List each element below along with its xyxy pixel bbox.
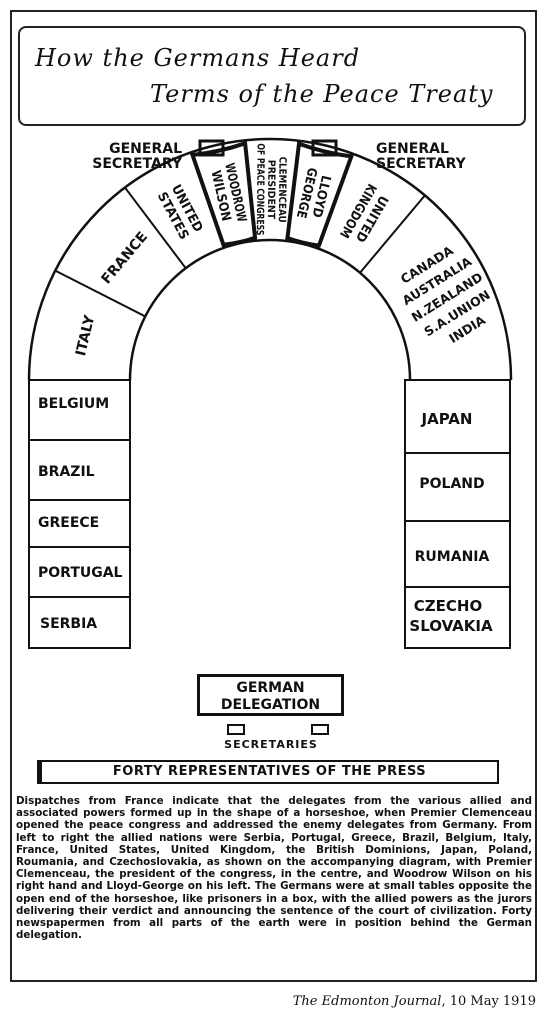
- arch-seat-france-line-1: FRANCE: [98, 229, 151, 287]
- seat-belgium: BELGIUM: [38, 396, 109, 412]
- left-secretary-label-1: GENERAL: [109, 141, 182, 157]
- seat-rumania: RUMANIA: [415, 549, 490, 565]
- right-column: JAPAN POLAND RUMANIA CZECHO SLOVAKIA: [404, 379, 511, 649]
- title-line-1: How the Germans Heard: [35, 44, 361, 72]
- secretaries-label: SECRETARIES: [224, 738, 318, 751]
- left-secretary-label-2: SECRETARY: [92, 156, 183, 172]
- source-date: , 10 May 1919: [441, 994, 536, 1009]
- left-column: BELGIUM BRAZIL GREECE PORTUGAL SERBIA: [28, 379, 131, 649]
- arch-seat-clemenceau-line-1: CLEMENCEAU: [276, 157, 288, 223]
- seat-slovakia: SLOVAKIA: [409, 617, 493, 635]
- seat-brazil: BRAZIL: [38, 464, 95, 480]
- source-credit: The Edmonton Journal, 10 May 1919: [293, 994, 536, 1009]
- caption-text: Dispatches from France indicate that the…: [16, 795, 532, 942]
- right-secretary-desk: [311, 139, 338, 157]
- seat-greece: GREECE: [38, 515, 99, 531]
- arch-outline: [128, 238, 412, 381]
- seat-japan: JAPAN: [421, 410, 473, 428]
- arch-outline: [27, 137, 513, 381]
- arch-divider: [359, 194, 426, 274]
- arch-seat-france-text: FRANCE: [98, 229, 151, 287]
- right-secretary-label-2: SECRETARY: [376, 156, 467, 172]
- arch-seat-clemenceau-line-2: PRESIDENT: [265, 160, 277, 220]
- seat-portugal: PORTUGAL: [38, 565, 123, 581]
- arch-divider: [54, 269, 146, 318]
- seat-poland: POLAND: [419, 476, 484, 492]
- title-box: How the Germans Heard Terms of the Peace…: [18, 26, 526, 126]
- right-secretary-label-1: GENERAL: [376, 141, 449, 157]
- arch-highlight: [189, 140, 258, 247]
- arch-seat-italy-text: ITALY: [73, 313, 98, 358]
- press-box: FORTY REPRESENTATIVES OF THE PRESS: [37, 760, 499, 784]
- left-secretary-desk: [198, 139, 225, 157]
- german-delegation-box: GERMAN DELEGATION: [197, 674, 344, 716]
- german-delegation-line-1: GERMAN: [236, 680, 305, 696]
- arch-seat-clemenceau-line-3: OF PEACE CONGRESS: [254, 143, 266, 235]
- seat-czecho: CZECHO: [414, 597, 482, 615]
- page-frame: [10, 10, 537, 982]
- arch-divider: [124, 186, 187, 269]
- seat-serbia: SERBIA: [40, 616, 97, 632]
- arch-seat-italy-line-1: ITALY: [73, 313, 98, 358]
- title-line-2: Terms of the Peace Treaty: [150, 80, 494, 108]
- german-secretary-desk-left: [227, 724, 245, 735]
- arch-seat-italy: ITALY: [73, 313, 98, 358]
- german-delegation-line-2: DELEGATION: [220, 697, 321, 713]
- arch-seat-france: FRANCE: [98, 229, 151, 287]
- german-secretary-desk-right: [311, 724, 329, 735]
- source-publication: The Edmonton Journal: [292, 994, 442, 1009]
